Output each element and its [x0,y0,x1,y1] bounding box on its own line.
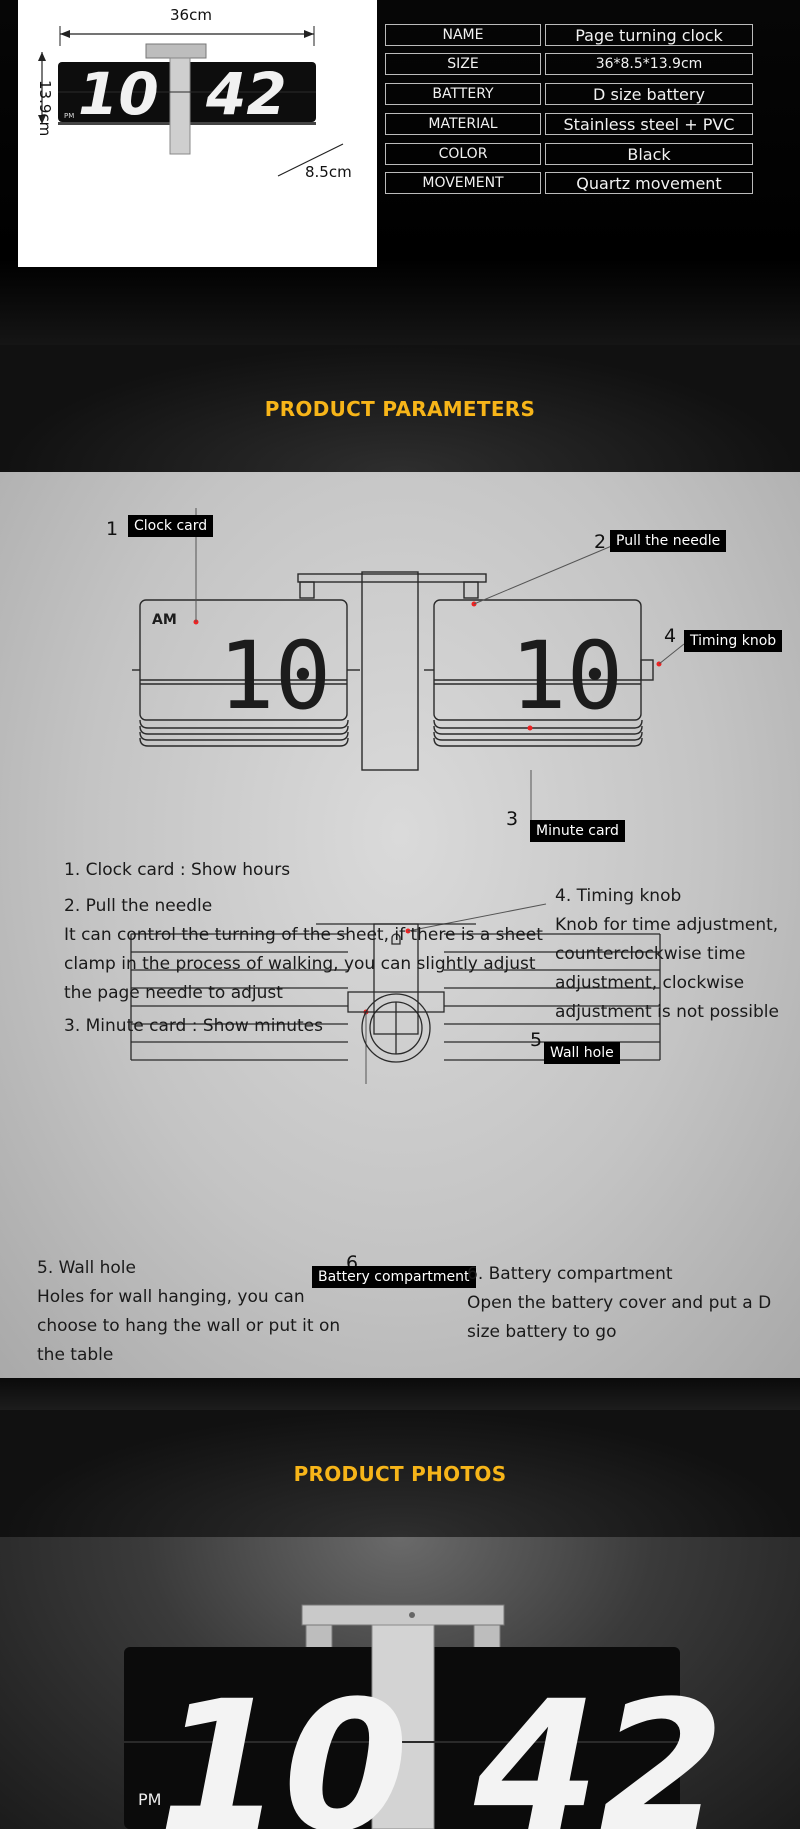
spec-value: D size battery [545,83,753,105]
spec-key: COLOR [385,143,541,165]
section-heading-parameters: PRODUCT PARAMETERS [0,345,800,472]
spec-row: NAME Page turning clock [385,24,753,50]
diagram-hour: 10 [218,622,331,731]
desc-timing-knob: 4. Timing knob Knob for time adjustment,… [555,886,779,1022]
photos-section: PM 10 42 [0,1537,800,1829]
depth-dimension: 8.5cm [305,163,352,181]
callout-number: 1 [106,518,119,540]
photo-clock-period: PM [138,1790,161,1809]
spec-row: MATERIAL Stainless steel + PVC [385,113,753,139]
desc-wall-hole: 5. Wall hole Holes for wall hanging, you… [37,1258,341,1365]
callout-pull-needle: Pull the needle [610,530,727,552]
photo-clock-minute: 42 [473,1663,725,1829]
clock-diagram: 10 10 AM [130,508,685,1084]
spec-section: PM 10 42 36cm 13.9cm 8.5cm NAME Page tur… [0,0,800,345]
photo-minute: 42 [205,60,287,128]
spec-row: MOVEMENT Quartz movement [385,172,753,198]
callout-number: 5 [530,1029,543,1051]
callout-timing-knob: Timing knob [684,630,783,652]
height-dimension: 13.9cm [36,80,54,137]
desc-pull-needle: 2. Pull the needle It can control the tu… [64,896,543,1003]
width-dimension: 36cm [170,6,212,24]
desc-battery-compartment: 6. Battery compartment Open the battery … [467,1264,772,1342]
photo-period: PM [64,112,74,120]
spec-key: BATTERY [385,83,541,105]
product-photo: PM 10 42 [124,1604,725,1829]
spec-key: MOVEMENT [385,172,541,194]
spec-value: Page turning clock [545,24,753,46]
callout-wall-hole: Wall hole [544,1042,620,1064]
parameters-section: 10 10 AM [0,472,800,1378]
spec-key: SIZE [385,53,541,75]
spec-row: COLOR Black [385,143,753,169]
diagram-minute: 10 [510,622,623,731]
diagram-period: AM [152,612,177,628]
spec-key: NAME [385,24,541,46]
spec-value: 36*8.5*13.9cm [545,53,753,75]
photo-hour: 10 [78,60,159,128]
spec-key: MATERIAL [385,113,541,135]
spec-row: SIZE 36*8.5*13.9cm [385,53,753,79]
callout-clock-card: Clock card [128,515,214,537]
dimension-drawing: PM 10 42 [38,26,344,177]
callout-minute-card: Minute card [530,820,625,842]
dimension-photo: PM 10 42 36cm 13.9cm 8.5cm [18,0,377,267]
spec-value: Black [545,143,753,165]
desc-minute-card: 3. Minute card : Show minutes [64,1016,323,1036]
spec-value: Stainless steel + PVC [545,113,753,135]
callout-battery-compartment: Battery compartment [312,1266,476,1288]
callout-number: 3 [506,808,519,830]
desc-clock-card: 1. Clock card : Show hours [64,860,291,880]
callout-number: 4 [664,625,677,647]
spec-value: Quartz movement [545,172,753,194]
spec-row: BATTERY D size battery [385,83,753,109]
section-heading-photos: PRODUCT PHOTOS [0,1410,800,1537]
photo-clock-hour: 10 [158,1663,409,1829]
section-divider [0,1378,800,1410]
callout-number: 2 [594,531,607,553]
